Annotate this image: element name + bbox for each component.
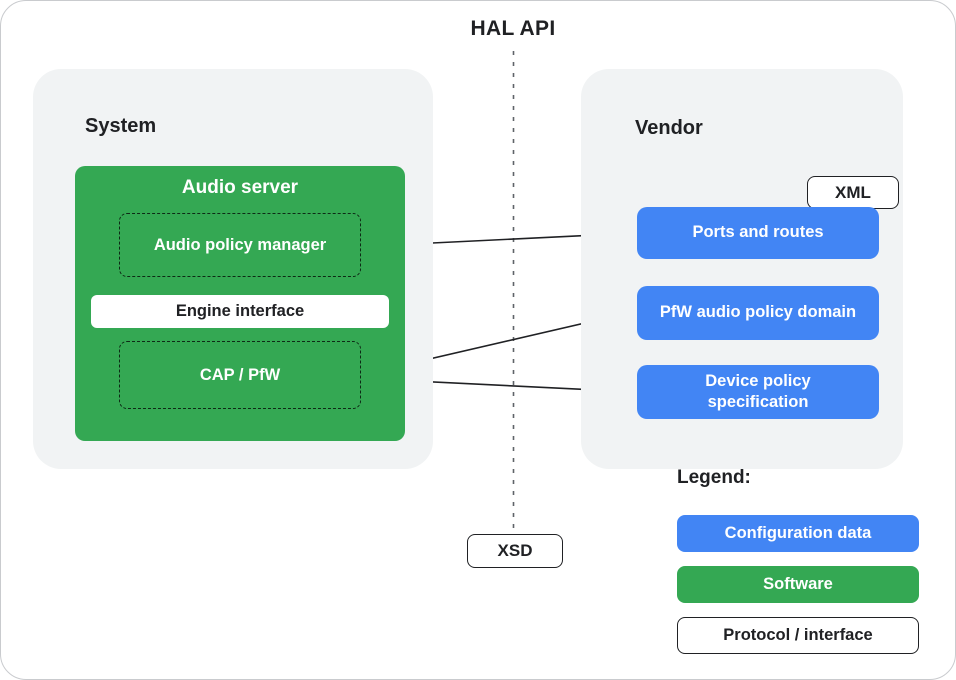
legend-item-protocol-interface: Protocol / interface <box>677 617 919 654</box>
system-container: System Audio server Audio policy manager… <box>33 69 433 469</box>
legend: Legend: Configuration data Software Prot… <box>677 467 919 668</box>
pfw-audio-policy-domain-box: PfW audio policy domain <box>637 286 879 340</box>
device-policy-specification-box: Device policy specification <box>637 365 879 419</box>
engine-interface-box: Engine interface <box>91 295 389 328</box>
legend-item-software: Software <box>677 566 919 603</box>
audio-policy-manager-box: Audio policy manager <box>119 213 361 277</box>
hal-api-label: HAL API <box>470 17 556 40</box>
xsd-badge: XSD <box>467 534 563 568</box>
ports-and-routes-box: Ports and routes <box>637 207 879 259</box>
audio-server-box: Audio server Audio policy manager Engine… <box>75 166 405 441</box>
legend-item-configuration-data: Configuration data <box>677 515 919 552</box>
cap-pfw-box: CAP / PfW <box>119 341 361 409</box>
system-label: System <box>85 115 157 137</box>
legend-title: Legend: <box>677 467 751 488</box>
audio-server-title: Audio server <box>181 177 299 198</box>
xml-badge: XML <box>807 176 899 209</box>
vendor-container: Vendor XML Ports and routes PfW audio po… <box>581 69 903 469</box>
vendor-label: Vendor <box>635 117 703 139</box>
